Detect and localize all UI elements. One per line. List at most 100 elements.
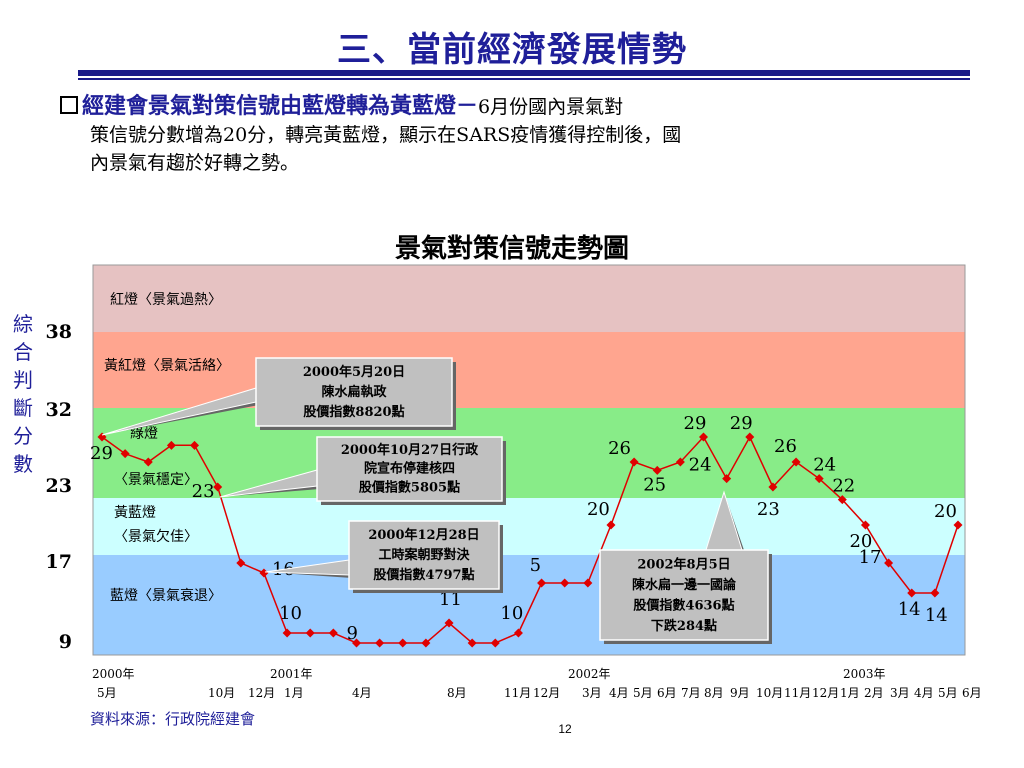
x-month-label: 10月 (208, 686, 235, 700)
point-label: 20 (587, 499, 610, 520)
x-month-label: 6月 (962, 686, 982, 700)
band-label-5: 〈景氣欠佳〉 (114, 529, 198, 545)
data-point (166, 440, 176, 450)
x-month-label: 5月 (633, 686, 653, 700)
data-point (236, 558, 246, 568)
bullet-heading: 經建會景氣對策信號由藍燈轉為黃藍燈－ (82, 93, 479, 119)
data-point (953, 520, 963, 530)
plot-frame (92, 264, 966, 656)
y-tick-9: 9 (59, 631, 72, 653)
band-label-4: 黃藍燈 (114, 505, 156, 521)
annotation-text: 陳水扁執政 (321, 384, 387, 400)
x-month-label: 9月 (730, 686, 750, 700)
annotation-text: 2000年12月28日 (368, 527, 479, 543)
bullet-text-line3: 內景氣有趨於好轉之勢。 (90, 152, 300, 174)
x-month-label: 12月 (248, 686, 275, 700)
band-0 (93, 265, 965, 332)
bullet-paragraph: 經建會景氣對策信號由藍燈轉為黃藍燈－6月份國內景氣對 策信號分數增為20分，轉亮… (60, 92, 960, 177)
x-month-label: 8月 (447, 686, 467, 700)
data-point (629, 457, 639, 467)
chart-title: 景氣對策信號走勢圖 (394, 234, 629, 264)
point-label: 11 (439, 589, 462, 610)
point-label: 17 (859, 547, 882, 568)
annotation-text: 股價指數4797點 (373, 567, 474, 583)
data-point (652, 465, 662, 475)
x-month-label: 4月 (609, 686, 629, 700)
data-point (699, 432, 709, 442)
x-month-label: 8月 (704, 686, 724, 700)
x-month-label: 4月 (914, 686, 934, 700)
data-point (328, 628, 338, 638)
x-month-label: 7月 (681, 686, 701, 700)
point-label: 29 (730, 413, 753, 434)
band-2 (93, 408, 965, 455)
point-label: 25 (643, 474, 666, 495)
x-month-label: 3月 (582, 686, 602, 700)
x-month-label: 12月 (812, 686, 839, 700)
bullet-text-line1: 6月份國內景氣對 (478, 96, 624, 118)
annotation-text: 股價指數4636點 (633, 597, 734, 613)
x-month-label: 5月 (938, 686, 958, 700)
point-label: 10 (279, 603, 302, 624)
data-point (930, 588, 940, 598)
annotation-box (255, 357, 453, 427)
annotation-text: 2000年5月20日 (303, 364, 405, 380)
point-label: 26 (608, 438, 631, 459)
annotation-text: 2002年8月5日 (637, 556, 730, 572)
data-point (745, 432, 755, 442)
page-title: 三、當前經濟發展情勢 (337, 30, 687, 70)
band-4 (93, 498, 965, 530)
data-point (282, 628, 292, 638)
data-point (375, 638, 385, 648)
x-month-label: 5月 (97, 686, 117, 700)
data-point (305, 628, 315, 638)
annotation-text: 工時案朝野對決 (378, 547, 470, 563)
band-label-6: 藍燈〈景氣衰退〉 (110, 587, 222, 604)
title-underline-thin (78, 78, 970, 80)
y-tick-38: 38 (46, 321, 72, 343)
point-label: 29 (684, 413, 707, 434)
data-point (583, 578, 593, 588)
data-point (768, 482, 778, 492)
band-5 (93, 530, 965, 555)
band-label-2: 綠燈 (130, 426, 158, 442)
data-point (351, 638, 361, 648)
data-point (837, 495, 847, 505)
annotation-text: 2000年10月27日行政 (341, 442, 479, 458)
bullet-text-line2: 策信號分數增為20分，轉亮黃藍燈，顯示在SARS疫情獲得控制後，國 (90, 124, 682, 146)
point-label: 9 (346, 623, 357, 644)
data-point (537, 578, 547, 588)
data-point (421, 638, 431, 648)
data-point (259, 568, 269, 578)
x-month-label: 4月 (352, 686, 372, 700)
point-label: 20 (849, 531, 872, 552)
annotation-text: 陳水扁一邊一國論 (632, 577, 737, 593)
annotation-text: 股價指數8820點 (303, 404, 404, 420)
data-point (722, 474, 732, 484)
data-point (884, 558, 894, 568)
page-number: 12 (558, 722, 572, 736)
x-month-label: 2月 (864, 686, 884, 700)
data-point (143, 457, 153, 467)
y-tick-32: 32 (46, 399, 72, 421)
data-point (860, 520, 870, 530)
band-6 (93, 555, 965, 655)
x-month-label: 3月 (890, 686, 910, 700)
title-underline (78, 70, 970, 76)
x-month-label: 10月 (756, 686, 783, 700)
point-label: 26 (774, 436, 797, 457)
data-point (398, 638, 408, 648)
data-point (120, 449, 130, 459)
point-label: 24 (813, 455, 836, 476)
point-label: 23 (757, 499, 780, 520)
x-month-label: 1月 (840, 686, 860, 700)
x-year-label: 2000年 (92, 667, 135, 681)
x-month-label: 1月 (284, 686, 304, 700)
annotation-text: 股價指數5805點 (359, 479, 460, 495)
point-label: 23 (192, 481, 215, 502)
point-label: 14 (898, 599, 921, 620)
data-point (560, 578, 570, 588)
x-year-label: 2003年 (843, 667, 886, 681)
point-label: 22 (832, 476, 855, 497)
data-point (444, 618, 454, 628)
